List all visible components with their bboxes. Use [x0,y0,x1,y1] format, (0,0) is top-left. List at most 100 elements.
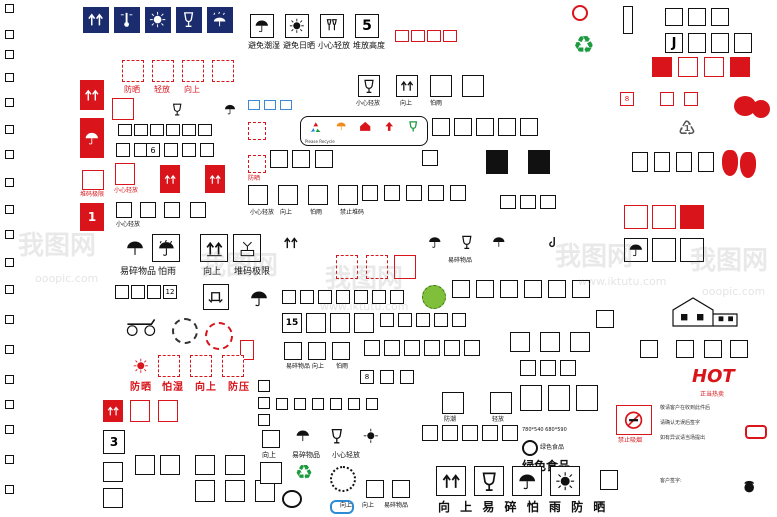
glass-icon [680,238,704,262]
arrows-up-icon [182,143,196,157]
mini-icon [118,124,132,136]
umbrella-icon [131,285,145,299]
fear-rain-label: 怕雨 [430,100,443,107]
arrows-up-icon [510,332,530,352]
mini-icon [258,380,270,392]
number-text: 12 [165,288,175,296]
umbrella-icon [411,30,425,42]
postmark-stamp [205,322,233,350]
glass-icon [632,152,648,172]
fear-rain-label: 怕雨 [336,363,349,370]
up-label: 向上 [195,382,217,393]
glass-icon [688,8,706,26]
mini-icon [372,290,386,304]
mini-icon [134,124,148,136]
mc-mark-icon [330,500,354,514]
sun-icon [145,7,171,33]
fragile-label: 防晒 [248,175,261,182]
glass-icon [320,14,344,38]
arrows-up-icon [112,98,134,120]
umbrella-icon [442,392,464,414]
arrows-up-icon [115,285,129,299]
mini-icon [5,4,14,13]
hook-icon [545,232,563,254]
mini-icon [444,340,460,356]
glass-icon [248,185,268,205]
hands-box-icon [203,284,229,310]
arrows-up-icon [222,355,244,377]
watermark-brand: 我图网 [200,251,279,281]
recycle-icon [305,118,327,138]
arrows-up-icon [711,33,729,53]
umbrella-icon [103,462,123,482]
sun-icon [443,30,457,42]
glass-icon [456,232,478,252]
watermark-brand: 我图网 [555,242,634,272]
number-text: 3 [109,435,119,449]
mini-icon [318,290,332,304]
watermark-brand: 我图网 [18,231,97,261]
recycle-icon: ♻ [295,460,313,484]
mini-icon [276,398,288,410]
umbrella-icon [164,202,180,218]
stack-icon [623,6,633,34]
umbrella-icon [476,118,494,136]
arrows-up-icon [498,118,516,136]
arrows-up-icon [698,152,714,172]
mini-icon [380,313,394,327]
mini-icon [182,124,196,136]
stack-height-label: 堆放高度 [353,41,385,50]
umbrella-icon [332,342,350,360]
up-label: 向上 [362,502,375,509]
pepper-image [740,152,756,178]
sun-icon [428,185,444,201]
umbrella-icon [711,8,729,26]
recycle-icon: ♳ [678,116,696,140]
umbrella-icon [152,234,180,262]
mini-icon [366,398,378,410]
mini-icon [5,178,14,187]
umbrella-icon [308,185,328,205]
glass-icon [358,75,380,97]
arrows-up-icon [624,205,648,229]
fragile-goods-label: 易碎物品 [292,451,320,459]
handle-care-label: 小心轻放 [356,100,381,107]
rain-icon [207,7,233,33]
fire-icon [394,255,416,279]
arrows-up-icon [654,152,670,172]
umbrella-icon [220,100,240,118]
glass-icon [576,385,598,411]
glass-icon [704,57,724,77]
mini-icon [5,315,14,324]
sun-icon [430,75,452,97]
umbrella-icon [330,313,350,333]
glass-icon [660,92,674,106]
glass-icon [392,480,410,498]
green-food-small-label: 绿色食品 [540,444,565,451]
fragile-goods-label: 易碎物品 [286,363,311,370]
umbrella-icon [512,466,542,496]
mini-icon [336,290,350,304]
arrows-up-icon [280,232,302,254]
mini-icon [282,290,296,304]
mini-icon [400,370,414,384]
box-tilt-icon [190,202,206,218]
watermark-domain: ooopic.com [35,272,99,285]
mini-icon [452,313,466,327]
avoid-damp-label: 避免潮湿 [248,41,280,50]
side-note-2: 请确认无误后签字 [660,420,701,426]
handle-light-label: 小心轻放 [114,187,139,194]
watermark-brand: 我图网 [325,264,404,294]
box-icon [160,455,180,475]
mini-icon [434,313,448,327]
arrows-up-icon [596,310,614,328]
ccc-mark-icon [572,5,588,21]
number-text: 8 [364,373,370,381]
fear-rain-label: 怕雨 [158,267,177,277]
watermark-site: www.iktutu.com [578,275,667,288]
fragile-goods-label: 易碎物品 [448,257,473,264]
stack-limit-label: 堆码极限 [80,191,105,198]
umbrella-icon [164,143,178,157]
umbrella-icon [225,455,245,475]
cpb-mark-icon [745,425,767,439]
